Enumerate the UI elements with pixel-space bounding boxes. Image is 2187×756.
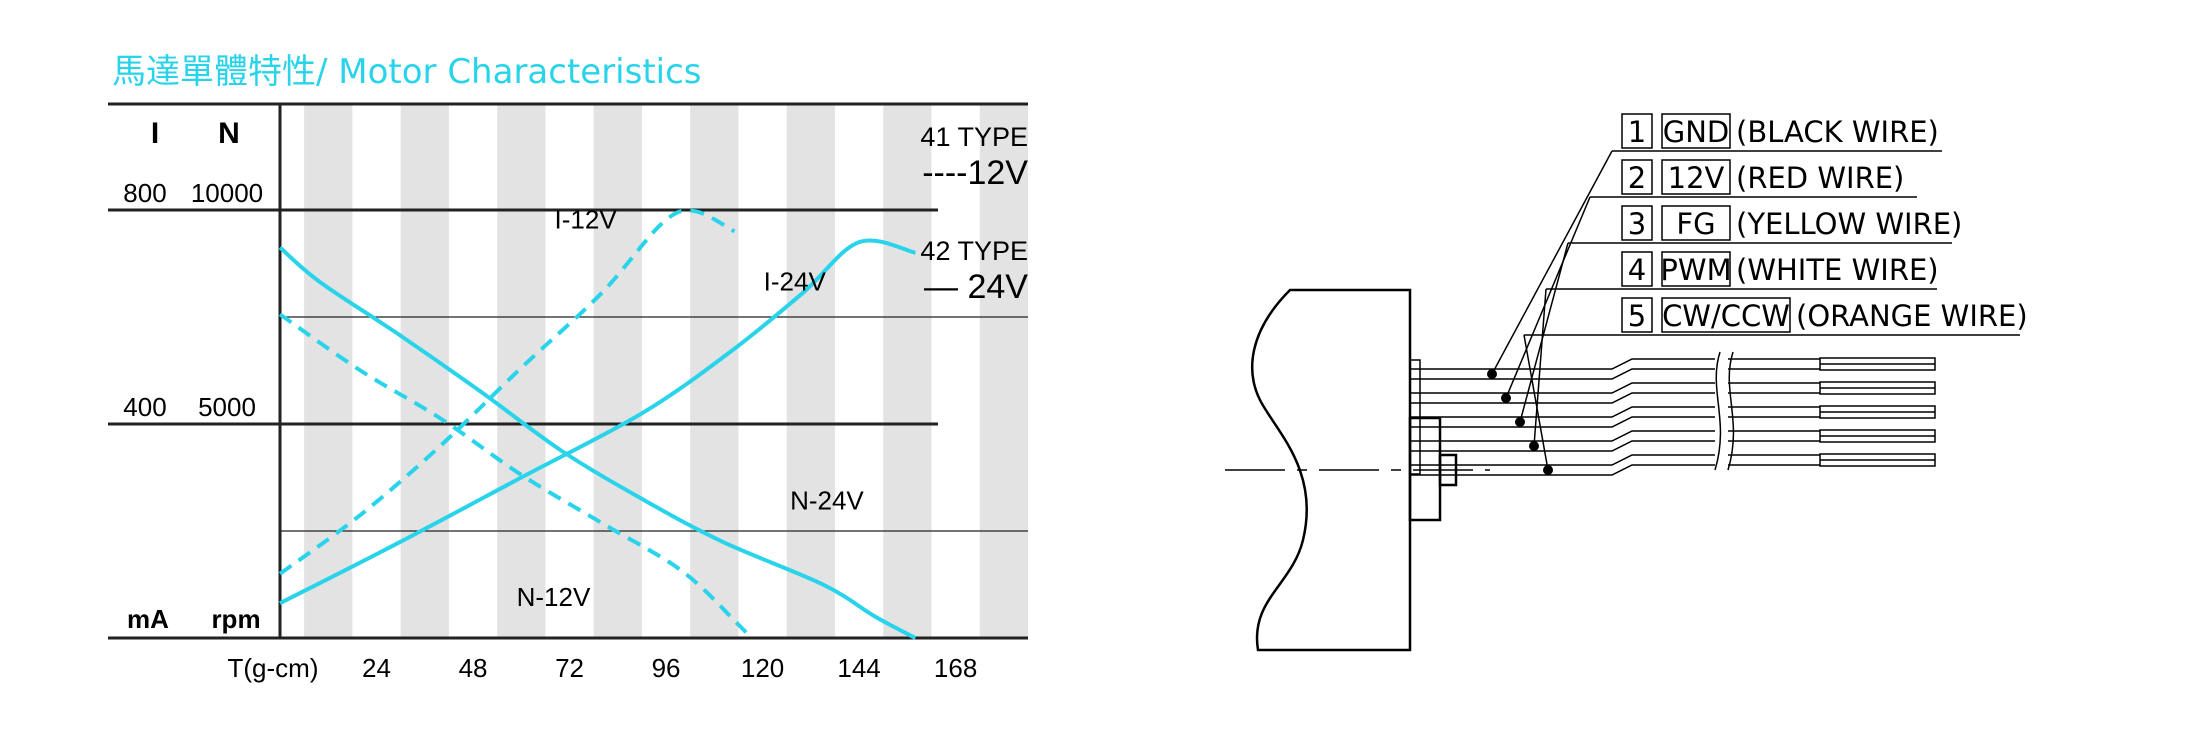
leader-line	[1505, 196, 1591, 399]
background-band	[400, 104, 449, 638]
leader-line	[1491, 150, 1613, 375]
wire-line	[1410, 454, 1715, 466]
current-tick-label: 400	[123, 392, 166, 422]
x-tick-label: 48	[459, 653, 488, 683]
speed-tick-label: 10000	[191, 178, 263, 208]
grid-lines	[108, 102, 1028, 640]
signal-name: PWM	[1660, 253, 1731, 287]
wire-line	[1410, 382, 1715, 394]
current-header: I	[151, 117, 159, 150]
series-line-i-24v	[279, 238, 916, 606]
wire-table: 1 GND(BLACK WIRE) 2 12V (RED WIRE) 3 FG (YELLOW…	[1491, 113, 2028, 471]
legend-type-label: 41 TYPE	[920, 122, 1028, 152]
chart-title: 馬達單體特性/ Motor Characteristics	[112, 52, 702, 92]
series-label-n-24v: N-24V	[790, 486, 864, 516]
x-tick-label: 120	[741, 653, 784, 683]
wire-line	[1410, 430, 1715, 442]
series-line-n-12v	[278, 312, 753, 640]
wire-color-description: (ORANGE WIRE)	[1796, 299, 2028, 333]
motor-outline	[1250, 288, 1458, 652]
signal-name: FG	[1676, 207, 1715, 241]
series-labels: I-12V N-12V I-24V N-24V	[517, 205, 865, 612]
signal-name: 12V	[1668, 161, 1725, 195]
wire-color-description: (RED WIRE)	[1736, 161, 1904, 195]
wire-line	[1410, 416, 1715, 428]
legend-voltage-label: ----12V	[922, 154, 1028, 192]
background-band	[786, 104, 835, 638]
wire-color-description: (BLACK WIRE)	[1736, 115, 1939, 149]
background-band	[593, 104, 642, 638]
pin-number-box	[1621, 205, 1653, 241]
x-axis-title: T(g-cm)	[228, 653, 319, 683]
series-label-n-12v: N-12V	[517, 582, 591, 612]
background-band	[304, 104, 353, 638]
signal-box	[1661, 159, 1731, 195]
wire-color-description: (YELLOW WIRE)	[1736, 207, 1962, 241]
leader-line	[1523, 334, 1549, 471]
wire-terminal	[1819, 453, 1936, 467]
wire-line	[1410, 392, 1715, 404]
wire-terminal	[1819, 429, 1936, 443]
pin-number-box	[1621, 113, 1653, 149]
speed-header: N	[218, 117, 240, 150]
legend-type-label: 42 TYPE	[920, 236, 1028, 266]
wire-line	[1410, 358, 1715, 370]
signal-name: CW/CCW	[1662, 299, 1790, 333]
speed-tick-label: 5000	[198, 392, 256, 422]
background-band	[690, 104, 739, 638]
pin-number: 3	[1628, 207, 1646, 241]
pin-number: 2	[1628, 161, 1646, 195]
x-tick-label: 24	[362, 653, 391, 683]
current-tick-label: 800	[123, 178, 166, 208]
wire-line	[1410, 406, 1715, 418]
series-line-n-24v	[278, 245, 917, 640]
series-lines	[278, 208, 917, 640]
wire-exit	[1410, 359, 1421, 475]
signal-name: GND	[1663, 115, 1730, 149]
wire-terminal	[1819, 357, 1936, 371]
speed-unit-label: rpm	[211, 604, 260, 634]
leader-line	[1519, 242, 1569, 423]
series-label-i-12v: I-12V	[555, 205, 618, 235]
series-label-i-24v: I-24V	[764, 266, 827, 296]
signal-box	[1661, 297, 1791, 333]
pin-number-box	[1621, 297, 1653, 333]
wire-terminal	[1819, 381, 1936, 395]
wire-line	[1410, 440, 1715, 452]
x-tick-label: 72	[555, 653, 584, 683]
x-tick-label: 168	[934, 653, 977, 683]
signal-box	[1661, 205, 1731, 241]
break-mark	[1727, 351, 1735, 471]
wire-color-description: (WHITE WIRE)	[1736, 253, 1939, 287]
wire-terminal	[1819, 405, 1936, 419]
pin-number-box	[1621, 251, 1653, 287]
wires	[1410, 351, 1936, 476]
pin-number: 1	[1628, 115, 1646, 149]
pin-number: 5	[1628, 299, 1646, 333]
wire-line	[1410, 368, 1715, 380]
signal-box	[1661, 251, 1731, 287]
background-band	[497, 104, 546, 638]
leader-line	[1533, 288, 1547, 447]
background-bands	[304, 104, 1028, 638]
legend: 41 TYPE----12V 42 TYPE— 24V	[920, 122, 1028, 306]
signal-box	[1661, 113, 1731, 149]
pin-number: 4	[1628, 253, 1646, 287]
background-band	[883, 104, 932, 638]
pin-number-box	[1621, 159, 1653, 195]
break-mark	[1714, 351, 1722, 471]
x-tick-label: 144	[837, 653, 880, 683]
background-band	[979, 104, 1028, 638]
legend-voltage-label: — 24V	[924, 268, 1028, 306]
current-unit-label: mA	[127, 604, 169, 634]
x-tick-label: 96	[652, 653, 681, 683]
wire-line	[1410, 464, 1715, 476]
